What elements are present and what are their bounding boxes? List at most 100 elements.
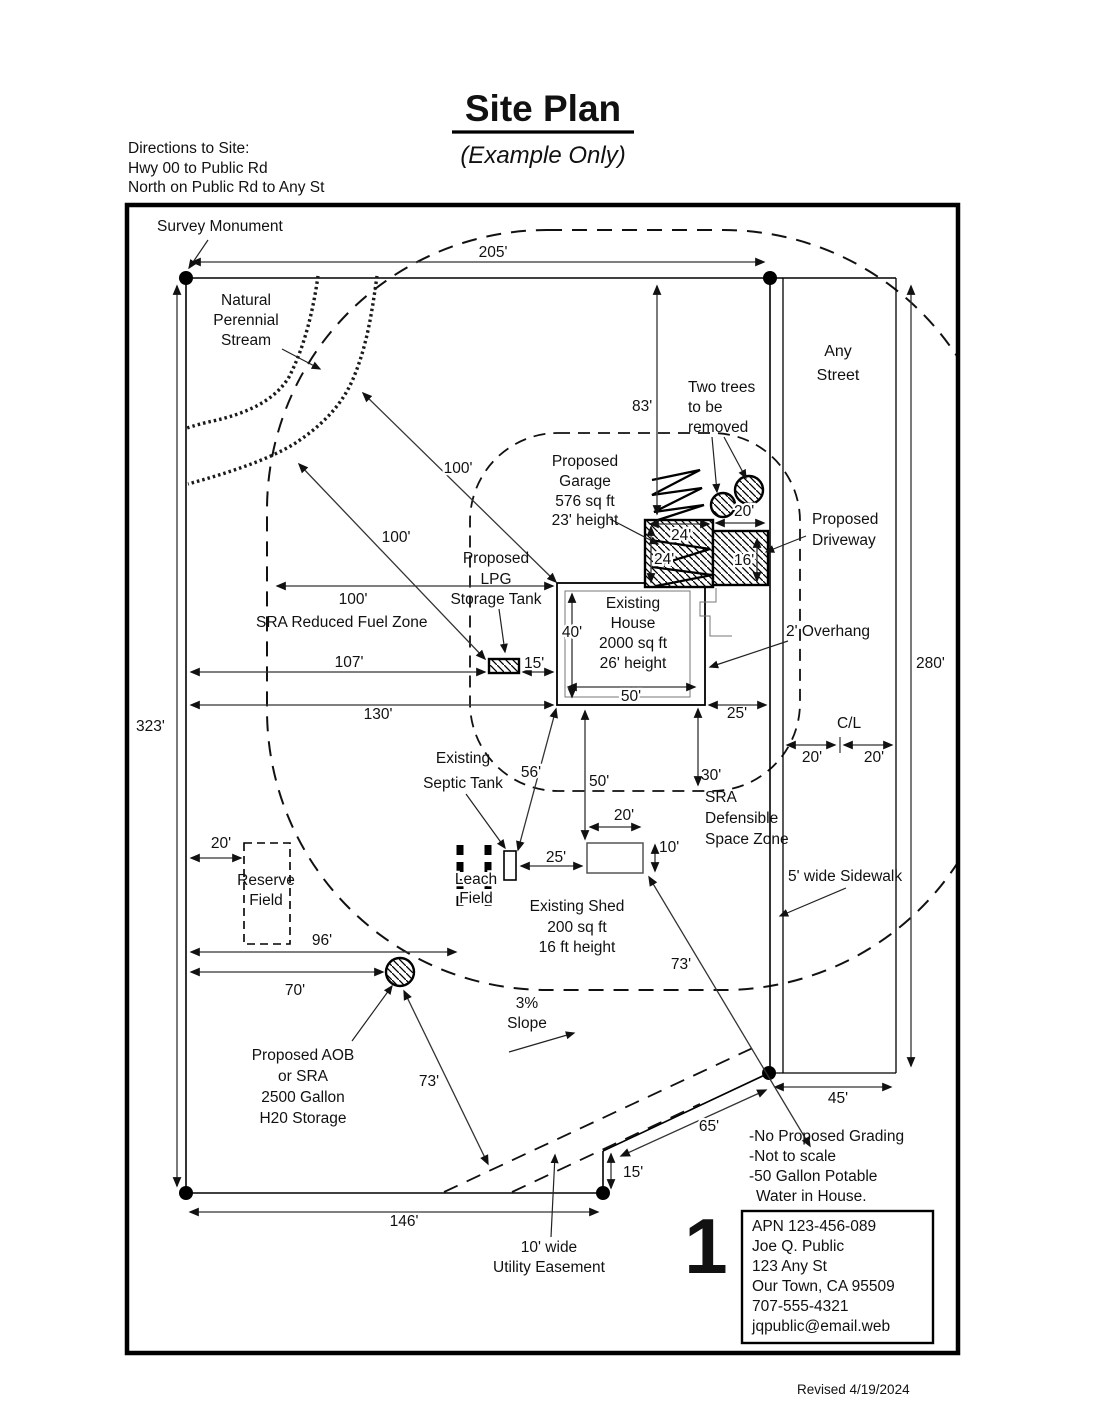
lpg-leader xyxy=(498,608,508,654)
dim-label: 30' xyxy=(701,767,721,784)
survey-monument-marker xyxy=(763,271,777,285)
dim-line-65 xyxy=(619,1089,768,1157)
sheet-number: 1 xyxy=(684,1202,727,1290)
dim-label: 40' xyxy=(562,624,582,641)
trees-label: to be xyxy=(688,399,722,416)
defensible-zone-label: Defensible xyxy=(705,810,778,827)
dim-label: 25' xyxy=(546,849,566,866)
septic-label: Septic Tank xyxy=(423,775,503,792)
stream-bank-line xyxy=(187,275,379,486)
shed-label: Existing Shed xyxy=(530,898,625,915)
garage-label: 23' height xyxy=(552,512,619,529)
porch-steps xyxy=(699,588,732,637)
reserve-field-outline xyxy=(243,842,291,945)
house-label: House xyxy=(611,615,656,632)
header: Site Plan (Example Only) Directions to S… xyxy=(128,88,634,196)
owner-street: 123 Any St xyxy=(752,1258,828,1275)
tree-to-remove xyxy=(733,474,765,506)
easement-leader xyxy=(550,1153,559,1238)
dim-label: 10' xyxy=(659,839,679,856)
dim-label: 73' xyxy=(671,956,691,973)
survey-monument-marker xyxy=(179,1186,193,1200)
easement-label: Utility Easement xyxy=(493,1259,606,1276)
water-storage-label: H20 Storage xyxy=(259,1110,346,1127)
survey-monument-leader xyxy=(188,239,209,270)
dim-label: 15' xyxy=(623,1164,643,1181)
easement-dashed-line xyxy=(511,1103,701,1193)
stream-label: Stream xyxy=(221,332,271,349)
house-wall-line xyxy=(564,590,691,698)
stream-banks xyxy=(186,275,379,486)
dim-label: 15' xyxy=(524,655,544,672)
owner-phone: 707-555-4321 xyxy=(752,1298,849,1315)
dim-label: 70' xyxy=(285,982,305,999)
dim-label: 50' xyxy=(621,688,641,705)
sra-zones xyxy=(266,229,956,991)
garage-label: Proposed xyxy=(552,453,618,470)
garage-leader xyxy=(609,518,660,545)
house-label: Existing xyxy=(606,595,660,612)
lpg-label: Proposed xyxy=(463,550,529,567)
leach-field-label: Field xyxy=(459,890,493,907)
plan-border xyxy=(124,202,961,1356)
dim-line-100-stream-b xyxy=(297,462,487,661)
dim-label: 16' xyxy=(734,552,754,569)
garage-label: 576 sq ft xyxy=(555,493,615,510)
dim-label: 20' xyxy=(614,807,634,824)
trees-label: removed xyxy=(688,419,748,436)
dim-label: 130' xyxy=(364,706,393,723)
stream-leader xyxy=(281,348,322,370)
street-label: Street xyxy=(817,367,860,384)
shed-label: 16 ft height xyxy=(539,939,616,956)
defensible-zone-label: Space Zone xyxy=(705,831,789,848)
water-storage-label: Proposed AOB xyxy=(252,1047,355,1064)
dim-line-56 xyxy=(516,707,558,852)
stream-label: Natural xyxy=(221,292,271,309)
tree-to-remove xyxy=(709,491,737,519)
lpg-label: LPG xyxy=(480,571,511,588)
dim-label: 146' xyxy=(390,1213,419,1230)
slope-label: 3% xyxy=(516,995,539,1012)
directions-line: Hwy 00 to Public Rd xyxy=(128,160,268,177)
septic-leader xyxy=(465,793,506,850)
lpg-tank xyxy=(487,657,521,675)
dim-label: 20' xyxy=(734,503,754,520)
dimension-labels: 205' 323' 280' 83' 146' 45' 65' 15' 107'… xyxy=(136,244,945,1230)
dim-label: 20' xyxy=(864,749,884,766)
dim-label: 45' xyxy=(828,1090,848,1107)
dim-label: 100' xyxy=(444,460,473,477)
owner-city: Our Town, CA 95509 xyxy=(752,1278,895,1295)
property-line-diagonal xyxy=(602,1072,770,1152)
shed-label: 200 sq ft xyxy=(547,919,607,936)
dim-label: 323' xyxy=(136,718,165,735)
dim-label: 25' xyxy=(727,705,747,722)
centerline-label: C/L xyxy=(837,715,862,732)
leader-arrows xyxy=(188,239,847,1238)
dim-label: 205' xyxy=(479,244,508,261)
reserve-field-label: Reserve xyxy=(237,872,295,889)
structures xyxy=(243,468,770,988)
slope-arrow xyxy=(508,1031,576,1053)
lpg-label: Storage Tank xyxy=(450,591,541,608)
dim-label: 24' xyxy=(654,551,674,568)
notes-block: -No Proposed Grading -Not to scale -50 G… xyxy=(749,1128,904,1205)
page-title: Site Plan xyxy=(465,88,621,129)
tree-leader xyxy=(723,436,747,480)
driveway-label: Driveway xyxy=(812,532,876,549)
owner-name: Joe Q. Public xyxy=(752,1238,844,1255)
stream-label: Perennial xyxy=(213,312,279,329)
survey-monument-label: Survey Monument xyxy=(157,218,283,235)
dim-label: 50' xyxy=(589,773,609,790)
house-label: 26' height xyxy=(600,655,667,672)
dim-label: 73' xyxy=(419,1073,439,1090)
survey-monument-marker xyxy=(596,1186,610,1200)
water-storage-label: or SRA xyxy=(278,1068,329,1085)
page-subtitle: (Example Only) xyxy=(460,142,625,169)
slope-label: Slope xyxy=(507,1015,547,1032)
overhang-leader xyxy=(708,640,789,669)
sidewalk-label: 5' wide Sidewalk xyxy=(788,868,902,885)
note-line: -50 Gallon Potable xyxy=(749,1168,877,1185)
garage-label: Garage xyxy=(559,473,611,490)
